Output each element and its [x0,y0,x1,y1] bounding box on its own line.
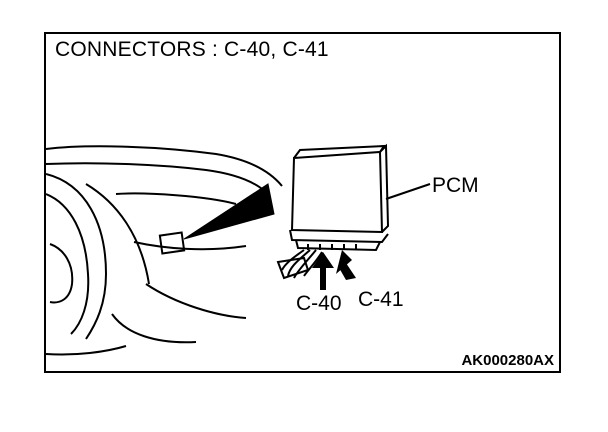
wire-harness-illustration [276,249,323,280]
diagram-frame: CONNECTORS : C-40, C-41 PCM C-40 C-41 AK… [44,32,561,373]
pcm-leader-line [385,183,431,200]
pcm-label: PCM [432,174,479,197]
connector-label-c40: C-40 [296,292,342,315]
dashboard-illustration [46,145,283,356]
c40-arrow [312,252,334,290]
diagram-illustration [46,143,431,356]
pcm-unit-illustration [289,143,390,252]
c41-arrow [336,250,356,280]
diagram-title: CONNECTORS : C-40, C-41 [55,38,329,61]
reference-code: AK000280AX [461,352,554,369]
connector-label-c41: C-41 [358,288,404,311]
callout-wedge [183,183,275,240]
